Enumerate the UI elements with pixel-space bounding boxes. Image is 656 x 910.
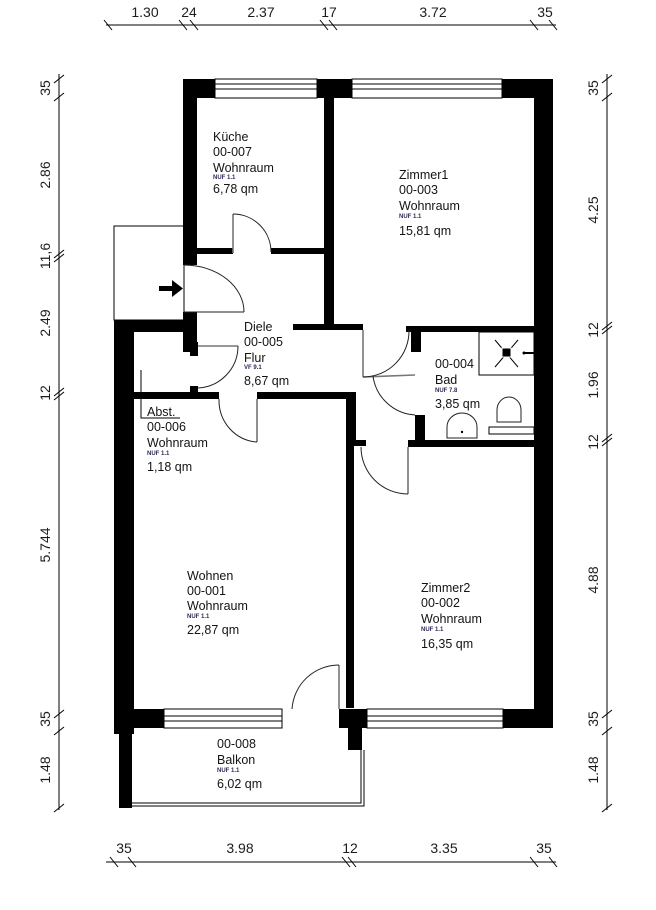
- dim-right-5: 4.88: [585, 566, 601, 593]
- windows: [163, 78, 504, 729]
- dim-bottom-4: 35: [536, 840, 552, 856]
- dim-left-1: 2.86: [37, 161, 53, 188]
- dim-left-0: 35: [37, 80, 53, 96]
- dim-left-2: 11,6: [37, 243, 53, 269]
- sink-icon: [446, 412, 478, 439]
- svg-text:3,85 qm: 3,85 qm: [435, 397, 480, 411]
- room-label-diele: Diele 00-005 Flur VF 9.1 8,67 qm: [244, 320, 289, 388]
- svg-text:Zimmer1: Zimmer1: [399, 168, 448, 182]
- svg-text:Wohnraum: Wohnraum: [213, 161, 274, 175]
- svg-text:Zimmer2: Zimmer2: [421, 581, 470, 595]
- shower-drain-icon: [501, 347, 512, 358]
- svg-text:Küche: Küche: [213, 130, 248, 144]
- dimension-left: 35 2.86 11,6 2.49 12 5.744 35 1.48: [37, 74, 65, 813]
- dim-right-0: 35: [585, 80, 601, 96]
- dim-left-4: 12: [37, 385, 53, 401]
- svg-text:00-002: 00-002: [421, 596, 460, 610]
- entrance-arrow-icon: [159, 280, 183, 297]
- dim-bottom-3: 3.35: [430, 840, 457, 856]
- room-label-zimmer1: Zimmer1 00-003 Wohnraum NUF 1.1 15,81 qm: [399, 168, 460, 238]
- dim-top-0: 1.30: [131, 4, 158, 20]
- dim-bottom-1: 3.98: [226, 840, 253, 856]
- svg-text:16,35 qm: 16,35 qm: [421, 637, 473, 651]
- room-label-zimmer2: Zimmer2 00-002 Wohnraum NUF 1.1 16,35 qm: [421, 581, 482, 651]
- dimension-right: 35 4.25 12 1.96 12 4.88 35 1.48: [585, 74, 613, 813]
- dim-left-7: 1.48: [37, 756, 53, 783]
- svg-text:NUF 1.1: NUF 1.1: [147, 451, 170, 457]
- svg-text:15,81 qm: 15,81 qm: [399, 224, 451, 238]
- dim-right-4: 12: [585, 434, 601, 450]
- dim-right-2: 12: [585, 322, 601, 338]
- svg-text:Balkon: Balkon: [217, 753, 255, 767]
- dim-top-1: 24: [181, 4, 197, 20]
- dim-right-3: 1.96: [585, 371, 601, 398]
- svg-text:00-006: 00-006: [147, 420, 186, 434]
- dim-left-5: 5.744: [37, 527, 53, 562]
- dim-right-7: 1.48: [585, 756, 601, 783]
- svg-text:NUF 7.8: NUF 7.8: [435, 388, 458, 394]
- dim-top-2: 2.37: [247, 4, 274, 20]
- svg-text:00-003: 00-003: [399, 183, 438, 197]
- svg-text:Wohnraum: Wohnraum: [187, 599, 248, 613]
- svg-text:Wohnraum: Wohnraum: [421, 612, 482, 626]
- room-label-bad: 00-004 Bad NUF 7.8 3,85 qm: [435, 357, 480, 411]
- svg-text:NUF 1.1: NUF 1.1: [217, 768, 240, 774]
- room-label-abst: Abst. 00-006 Wohnraum NUF 1.1 1,18 qm: [147, 405, 208, 474]
- dim-right-6: 35: [585, 711, 601, 727]
- svg-text:00-004: 00-004: [435, 357, 474, 371]
- bathroom-fixtures: [446, 331, 535, 439]
- svg-text:Bad: Bad: [435, 373, 457, 387]
- abst-leader-line: [140, 370, 180, 419]
- svg-text:NUF 1.1: NUF 1.1: [187, 614, 210, 620]
- svg-text:6,78 qm: 6,78 qm: [213, 182, 258, 196]
- svg-text:NUF 1.1: NUF 1.1: [213, 175, 236, 181]
- svg-text:NUF 1.1: NUF 1.1: [399, 214, 422, 220]
- svg-text:Wohnraum: Wohnraum: [399, 199, 460, 213]
- svg-text:NUF 1.1: NUF 1.1: [421, 627, 444, 633]
- svg-text:Abst.: Abst.: [147, 405, 176, 419]
- dim-top-4: 3.72: [419, 4, 446, 20]
- svg-text:Flur: Flur: [244, 351, 266, 365]
- dim-left-6: 35: [37, 711, 53, 727]
- svg-text:00-008: 00-008: [217, 737, 256, 751]
- dim-bottom-2: 12: [342, 840, 358, 856]
- dim-left-3: 2.49: [37, 309, 53, 336]
- dim-top-5: 35: [537, 4, 553, 20]
- svg-text:Wohnraum: Wohnraum: [147, 436, 208, 450]
- room-label-balkon: 00-008 Balkon NUF 1.1 6,02 qm: [217, 737, 262, 791]
- svg-text:Diele: Diele: [244, 320, 273, 334]
- svg-text:8,67 qm: 8,67 qm: [244, 374, 289, 388]
- dimension-top: 1.30 24 2.37 17 3.72 35: [103, 4, 558, 31]
- toilet-icon: [496, 396, 522, 423]
- dim-bottom-0: 35: [116, 840, 132, 856]
- svg-text:Wohnen: Wohnen: [187, 569, 233, 583]
- svg-text:00-001: 00-001: [187, 584, 226, 598]
- svg-text:00-005: 00-005: [244, 335, 283, 349]
- room-label-kueche: Küche 00-007 Wohnraum NUF 1.1 6,78 qm: [213, 130, 274, 196]
- svg-text:22,87 qm: 22,87 qm: [187, 623, 239, 637]
- dim-right-1: 4.25: [585, 196, 601, 223]
- doors: [183, 213, 416, 710]
- svg-text:VF 9.1: VF 9.1: [244, 365, 262, 371]
- walls: [113, 79, 553, 808]
- svg-text:1,18 qm: 1,18 qm: [147, 460, 192, 474]
- room-label-wohnen: Wohnen 00-001 Wohnraum NUF 1.1 22,87 qm: [187, 569, 248, 637]
- svg-text:00-007: 00-007: [213, 145, 252, 159]
- dimension-bottom: 35 3.98 12 3.35 35: [106, 840, 558, 868]
- svg-text:6,02 qm: 6,02 qm: [217, 777, 262, 791]
- dim-top-3: 17: [321, 4, 337, 20]
